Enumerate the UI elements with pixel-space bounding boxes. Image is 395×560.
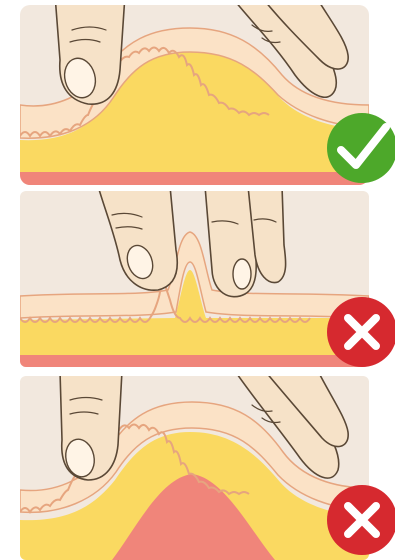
muscle-layer — [20, 355, 369, 367]
panel-wrong-deep-pinch — [20, 371, 395, 560]
wrong-badge — [327, 485, 395, 555]
wrong-badge — [327, 297, 395, 367]
index-finger-nail — [233, 259, 251, 289]
panel-wrong-shallow-pinch — [20, 186, 395, 367]
muscle-layer — [20, 172, 369, 185]
panel-correct-pinch — [20, 0, 395, 185]
correct-badge — [327, 113, 395, 183]
